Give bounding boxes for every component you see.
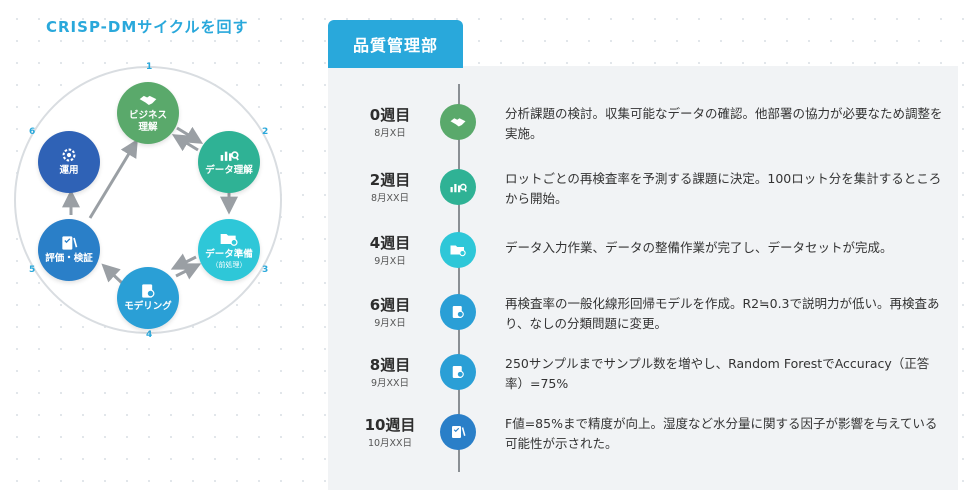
model-doc-icon	[142, 284, 155, 298]
timeline-description: F値=85%まで精度が向上。湿度など水分量に関する因子が影響を与えている可能性が…	[505, 416, 938, 451]
timeline-date: 9月X日	[374, 256, 406, 267]
timeline-date: 9月XX日	[370, 378, 410, 389]
handshake-icon	[440, 104, 476, 140]
node-label: ビジネス 理解	[128, 110, 167, 133]
node-data-preparation: データ準備 （前処理）	[198, 219, 260, 281]
timeline-week: 8週目	[369, 356, 411, 374]
timeline-row: 10週目 10月XX日 F値=85%まで精度が向上。湿度など水分量に関する因子が…	[328, 410, 958, 466]
node-label: データ理解	[205, 165, 253, 176]
node-label: 運用	[59, 165, 79, 176]
arrow-3-to-4	[170, 253, 197, 270]
timeline-description: データ入力作業、データの整備作業が完了し、データセットが完成。	[505, 240, 893, 255]
node-data-understanding: データ理解	[198, 131, 260, 193]
node-modeling: モデリング	[117, 267, 179, 329]
folder-gear-icon	[220, 233, 238, 246]
timeline-panel	[328, 66, 958, 490]
cycle-title: CRISP-DMサイクルを回す	[46, 18, 249, 36]
step-number-5: 5	[29, 265, 36, 275]
arrow-4-to-3	[175, 263, 202, 280]
model-doc-icon	[440, 354, 476, 390]
arrow-2-to-1	[171, 134, 199, 152]
timeline-row: 2週目 8月XX日 ロットごとの再検査率を予測する課題に決定。100ロット分を集…	[328, 165, 958, 221]
timeline-description: 分析課題の検討。収集可能なデータの確認。他部署の協力が必要なため調整を実施。	[505, 106, 943, 141]
model-doc-icon	[440, 294, 476, 330]
timeline-week: 10週目	[364, 416, 416, 434]
step-number-4: 4	[146, 330, 153, 340]
timeline-description: 250サンプルまでサンプル数を増やし、Random ForestでAccurac…	[505, 356, 930, 391]
node-deployment: 運用	[38, 131, 100, 193]
step-number-6: 6	[29, 127, 36, 137]
timeline-week: 2週目	[369, 171, 411, 189]
panel-tab-title: 品質管理部	[328, 20, 463, 68]
node-label: モデリング	[124, 301, 172, 312]
step-number-1: 1	[146, 62, 153, 72]
node-evaluation: 評価・検証	[38, 219, 100, 281]
checklist-pen-icon	[62, 236, 78, 250]
step-number-2: 2	[262, 127, 269, 137]
node-sublabel: （前処理）	[211, 260, 247, 269]
timeline-date: 10月XX日	[367, 438, 413, 449]
arrow-4-to-5	[101, 263, 124, 285]
timeline-week: 6週目	[369, 296, 411, 314]
timeline-row: 6週目 9月X日 再検査率の一般化線形回帰モデルを作成。R2≒0.3で説明力が低…	[328, 290, 958, 346]
timeline-row: 8週目 9月XX日 250サンプルまでサンプル数を増やし、Random Fore…	[328, 350, 958, 406]
timeline-date: 8月XX日	[370, 193, 410, 204]
timeline-description: 再検査率の一般化線形回帰モデルを作成。R2≒0.3で説明力が低い。再検査あり、な…	[505, 296, 940, 331]
node-label: データ準備	[205, 248, 253, 260]
chart-search-icon	[220, 151, 239, 161]
timeline-row: 4週目 9月X日 データ入力作業、データの整備作業が完了し、データセットが完成。	[328, 228, 958, 284]
timeline-row: 0週目 8月X日 分析課題の検討。収集可能なデータの確認。他部署の協力が必要なた…	[328, 100, 958, 156]
arrow-5-to-1	[88, 138, 138, 219]
chart-search-icon	[440, 169, 476, 205]
timeline-week: 4週目	[369, 234, 411, 252]
timeline-date: 8月X日	[374, 128, 406, 139]
node-label: 評価・検証	[45, 253, 93, 264]
handshake-icon	[139, 95, 157, 105]
folder-gear-icon	[440, 232, 476, 268]
node-business-understanding: ビジネス 理解	[117, 82, 179, 144]
timeline-line	[458, 84, 460, 472]
checklist-pen-icon	[440, 414, 476, 450]
timeline-date: 9月X日	[374, 318, 406, 329]
timeline-description: ロットごとの再検査率を予測する課題に決定。100ロット分を集計するところから開始…	[505, 171, 942, 206]
gear-icon	[62, 148, 76, 162]
step-number-3: 3	[262, 265, 269, 275]
timeline-week: 0週目	[369, 106, 411, 124]
